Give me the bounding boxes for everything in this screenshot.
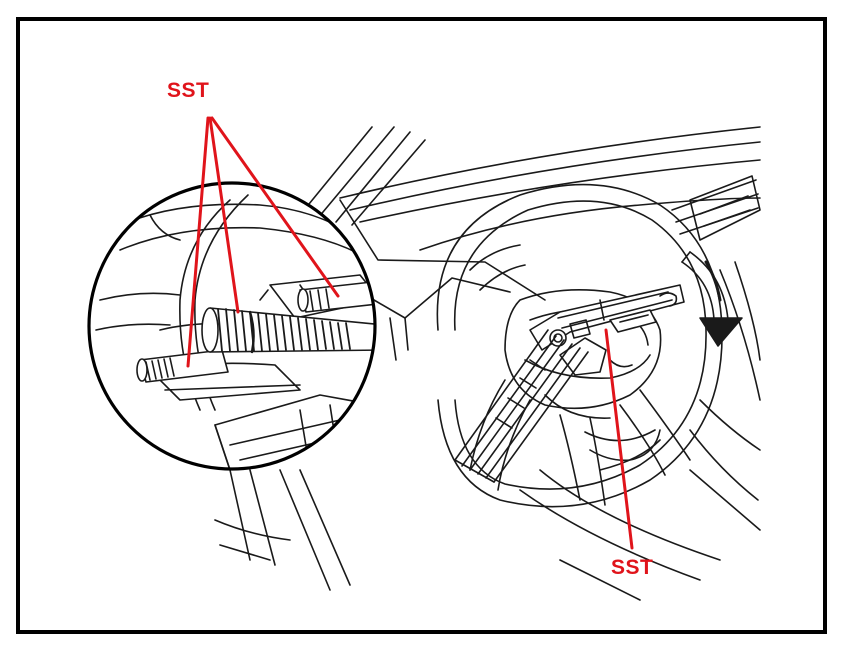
sst-puller-tool <box>454 284 685 483</box>
leader-top-to-left-stud <box>186 116 210 368</box>
magnifier-circle <box>87 181 377 471</box>
dashboard-lines <box>214 126 761 601</box>
steering-wheel <box>436 183 723 508</box>
leader-top-to-main-bolt <box>208 116 240 314</box>
rotation-arrow <box>681 251 743 347</box>
sst-label-bottom: SST <box>611 556 654 579</box>
leader-top-to-upper-stud <box>210 116 340 298</box>
callout-leaders <box>186 116 634 550</box>
sst-label-top: SST <box>167 79 210 102</box>
callout-connector <box>339 199 546 361</box>
leader-bottom-to-tool <box>604 328 634 550</box>
